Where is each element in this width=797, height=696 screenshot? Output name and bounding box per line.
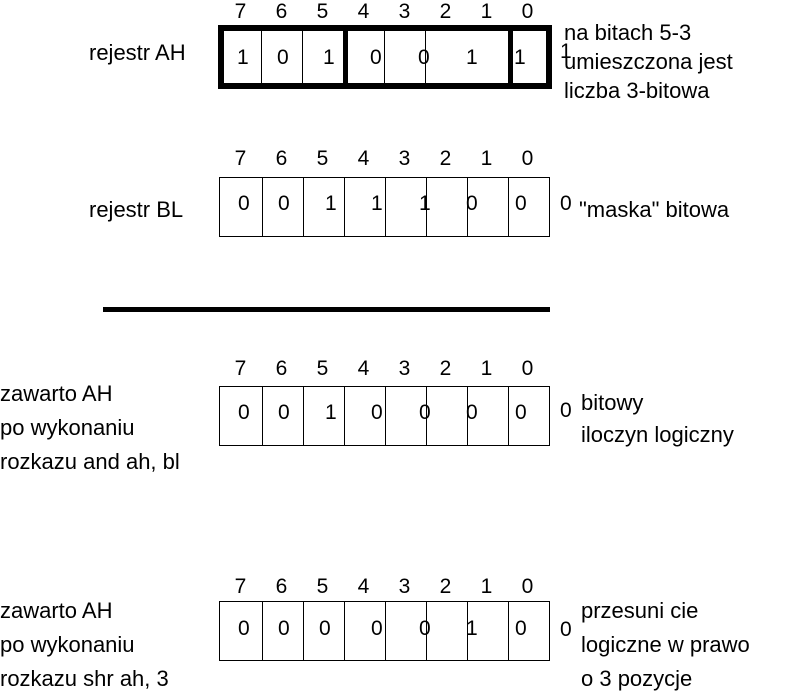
annotation-note: na bitach 5-3 umieszczona jest liczba 3-… bbox=[564, 18, 733, 105]
annotation-note: bitowy iloczyn logiczny bbox=[581, 387, 734, 451]
bit-value-4: 0 bbox=[371, 401, 383, 424]
separator-line bbox=[103, 307, 550, 312]
bit-value-5: 1 bbox=[323, 46, 335, 69]
bit-index-5: 5 bbox=[316, 575, 329, 598]
annotation-line: bitowy bbox=[581, 390, 644, 415]
bit-value-0: 1 bbox=[560, 40, 572, 63]
bit-index-2: 2 bbox=[439, 147, 452, 170]
bit-value-6: 0 bbox=[277, 46, 289, 69]
bit-index-6: 6 bbox=[275, 0, 288, 23]
bit-index-4: 4 bbox=[357, 147, 370, 170]
annotation-line: umieszczona jest bbox=[564, 49, 733, 74]
annotation-note: "maska" bitowa bbox=[579, 193, 729, 227]
bit-value-0: 0 bbox=[560, 618, 572, 641]
bit-index-1: 1 bbox=[480, 575, 493, 598]
annotation-line: liczba 3-bitowa bbox=[564, 78, 710, 103]
annotation-line: na bitach 5-3 bbox=[564, 20, 692, 45]
bit-value-4: 0 bbox=[371, 617, 383, 640]
label-line: rozkazu shr ah, 3 bbox=[0, 666, 169, 691]
bit-value-5: 1 bbox=[325, 401, 337, 424]
bit-index-6: 6 bbox=[275, 357, 288, 380]
bit-index-5: 5 bbox=[316, 147, 329, 170]
label-line: po wykonaniu bbox=[0, 632, 135, 657]
annotation-line: przesuni cie bbox=[581, 598, 699, 623]
bit-index-4: 4 bbox=[357, 0, 370, 23]
label-line: zawarto AH bbox=[0, 598, 113, 623]
bit-index-2: 2 bbox=[439, 357, 452, 380]
register-box: 1 0 1 0 0 1 1 bbox=[218, 25, 552, 89]
register-label: rejestr BL bbox=[89, 197, 184, 222]
bit-value-3: 0 bbox=[419, 401, 431, 424]
bit-value-6: 0 bbox=[278, 192, 290, 215]
annotation-note: przesuni cie logiczne w prawo o 3 pozycj… bbox=[581, 594, 750, 696]
register-box: 0 0 0 0 0 1 0 bbox=[219, 601, 550, 661]
bit-value-4: 0 bbox=[370, 46, 382, 69]
annotation-line: o 3 pozycje bbox=[581, 666, 693, 691]
label-line: rozkazu and ah, bl bbox=[0, 449, 180, 474]
bit-value-1: 1 bbox=[514, 46, 526, 69]
bit-value-1: 0 bbox=[515, 192, 527, 215]
register-box: 0 0 1 1 1 0 0 bbox=[219, 177, 550, 237]
bit-value-3: 0 bbox=[419, 617, 431, 640]
bit-index-5: 5 bbox=[316, 0, 329, 23]
bit-index-0: 0 bbox=[521, 147, 534, 170]
bit-value-0: 0 bbox=[560, 192, 572, 215]
bit-value-2: 0 bbox=[466, 401, 478, 424]
bit-value-3: 0 bbox=[418, 46, 430, 69]
register-label: zawarto AH po wykonaniu rozkazu shr ah, … bbox=[0, 594, 169, 696]
bit-value-3: 1 bbox=[419, 192, 431, 215]
bit-index-1: 1 bbox=[480, 147, 493, 170]
bit-value-7: 0 bbox=[238, 401, 250, 424]
bit-index-3: 3 bbox=[398, 575, 411, 598]
bit-index-7: 7 bbox=[234, 575, 247, 598]
bit-value-6: 0 bbox=[278, 617, 290, 640]
bit-index-5: 5 bbox=[316, 357, 329, 380]
bit-value-5: 1 bbox=[325, 192, 337, 215]
annotation-line: logiczne w prawo bbox=[581, 632, 750, 657]
bit-index-6: 6 bbox=[275, 575, 288, 598]
register-label: rejestr AH bbox=[89, 40, 186, 65]
bit-index-0: 0 bbox=[521, 575, 534, 598]
annotation-line: iloczyn logiczny bbox=[581, 422, 734, 447]
bit-value-1: 0 bbox=[515, 617, 527, 640]
bit-index-4: 4 bbox=[357, 575, 370, 598]
bit-index-3: 3 bbox=[398, 357, 411, 380]
bit-index-4: 4 bbox=[357, 357, 370, 380]
bit-index-1: 1 bbox=[480, 357, 493, 380]
bit-index-7: 7 bbox=[234, 357, 247, 380]
label-line: zawarto AH bbox=[0, 381, 113, 406]
bit-value-2: 0 bbox=[466, 192, 478, 215]
bit-index-3: 3 bbox=[398, 0, 411, 23]
bit-value-2: 1 bbox=[466, 617, 478, 640]
bit-index-6: 6 bbox=[275, 147, 288, 170]
bit-value-7: 0 bbox=[238, 617, 250, 640]
bit-value-7: 0 bbox=[238, 192, 250, 215]
bit-value-7: 1 bbox=[237, 46, 249, 69]
bit-value-2: 1 bbox=[466, 46, 478, 69]
register-box: 0 0 1 0 0 0 0 bbox=[219, 386, 550, 446]
bit-index-2: 2 bbox=[439, 0, 452, 23]
bit-index-1: 1 bbox=[480, 0, 493, 23]
bit-value-4: 1 bbox=[371, 192, 383, 215]
label-line: po wykonaniu bbox=[0, 415, 135, 440]
bit-value-6: 0 bbox=[278, 401, 290, 424]
bit-index-7: 7 bbox=[234, 0, 247, 23]
register-label: zawarto AH po wykonaniu rozkazu and ah, … bbox=[0, 377, 180, 479]
bit-index-2: 2 bbox=[439, 575, 452, 598]
bit-index-3: 3 bbox=[398, 147, 411, 170]
bit-index-7: 7 bbox=[234, 147, 247, 170]
bit-index-0: 0 bbox=[521, 357, 534, 380]
bit-value-0: 0 bbox=[560, 399, 572, 422]
bit-index-0: 0 bbox=[521, 0, 534, 23]
bit-value-5: 0 bbox=[319, 617, 331, 640]
annotation-line: "maska" bitowa bbox=[579, 197, 730, 222]
bit-value-1: 0 bbox=[515, 401, 527, 424]
